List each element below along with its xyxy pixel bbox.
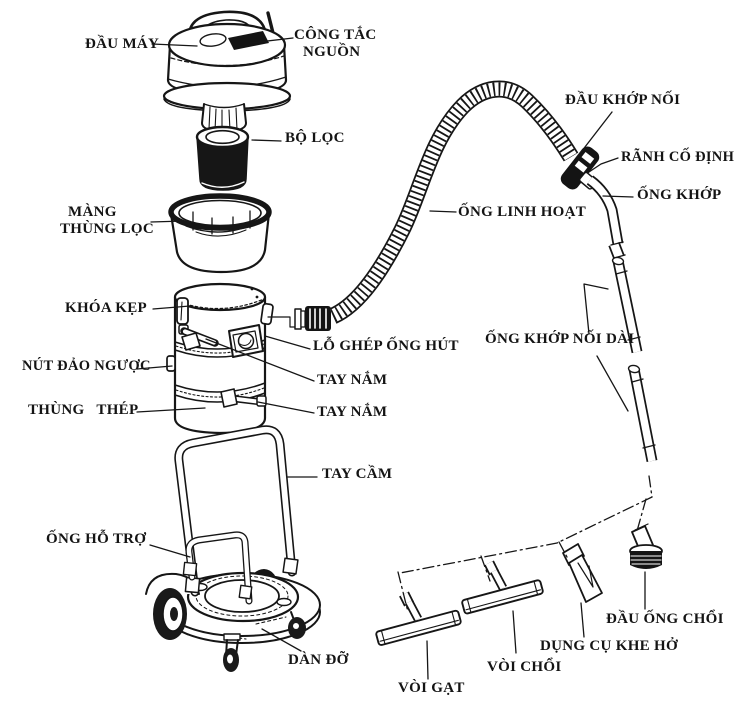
label-cong-tac-line2: NGUỒN bbox=[303, 44, 361, 60]
filter-drawing bbox=[195, 125, 250, 191]
filter-tank-drawing bbox=[168, 193, 272, 274]
label-dau-ong-choi: ĐẦU ỐNG CHỔI bbox=[606, 611, 724, 627]
label-dan-do: DÀN ĐỠ bbox=[288, 652, 349, 668]
crevice-tool-drawing bbox=[562, 543, 603, 603]
extension-tubes-drawing bbox=[611, 256, 658, 463]
label-ong-linh-hoat: ỐNG LINH HOẠT bbox=[458, 204, 587, 220]
label-tay-nam-2: TAY NẮM bbox=[317, 404, 388, 420]
label-voi-gat: VÒI GẠT bbox=[398, 680, 465, 696]
label-voi-choi: VÒI CHỔI bbox=[487, 659, 562, 675]
label-dau-may: ĐẦU MÁY bbox=[85, 36, 160, 52]
trolley-drawing bbox=[145, 425, 321, 672]
round-brush-head-drawing bbox=[629, 523, 663, 569]
label-bo-loc: BỘ LỌC bbox=[285, 130, 345, 146]
label-ong-khop-noi-dai: ỐNG KHỚP NỐI DÀI bbox=[485, 331, 635, 347]
label-dau-khop-noi: ĐẦU KHỚP NỐI bbox=[565, 92, 681, 108]
label-khoa-kep: KHÓA KẸP bbox=[65, 300, 147, 316]
squeegee-drawing bbox=[375, 591, 462, 646]
hose-drawing bbox=[267, 80, 579, 331]
label-cong-tac-line1: CÔNG TẮC bbox=[294, 27, 377, 43]
label-dung-cu-khe-ho: DỤNG CỤ KHE HỞ bbox=[540, 638, 678, 654]
assembly-axis-lines bbox=[397, 475, 653, 613]
label-ong-khop: ỐNG KHỚP bbox=[637, 187, 722, 203]
label-ranh-co-dinh: RÃNH CỐ ĐỊNH bbox=[621, 149, 735, 165]
label-tay-cam: TAY CẦM bbox=[322, 466, 393, 482]
label-tay-nam-1: TAY NẮM bbox=[317, 372, 388, 388]
label-mang-line1: MÀNG bbox=[68, 204, 117, 220]
label-mang-line2: THÙNG LỌC bbox=[60, 221, 154, 237]
label-ong-ho-tro: ỐNG HỖ TRỢ bbox=[46, 531, 147, 547]
steel-drum-drawing bbox=[166, 282, 274, 435]
label-nut-dao-nguoc: NÚT ĐẢO NGƯỢC bbox=[22, 358, 151, 374]
leader-lines bbox=[136, 37, 646, 680]
motor-head-drawing bbox=[162, 10, 292, 133]
label-thung-thep: THÙNG THÉP bbox=[28, 402, 139, 418]
joint-head-drawing bbox=[560, 146, 626, 260]
label-lo-ghep-ong-hut: LỖ GHÉP ỐNG HÚT bbox=[313, 338, 459, 354]
floor-brush-drawing bbox=[461, 560, 544, 615]
